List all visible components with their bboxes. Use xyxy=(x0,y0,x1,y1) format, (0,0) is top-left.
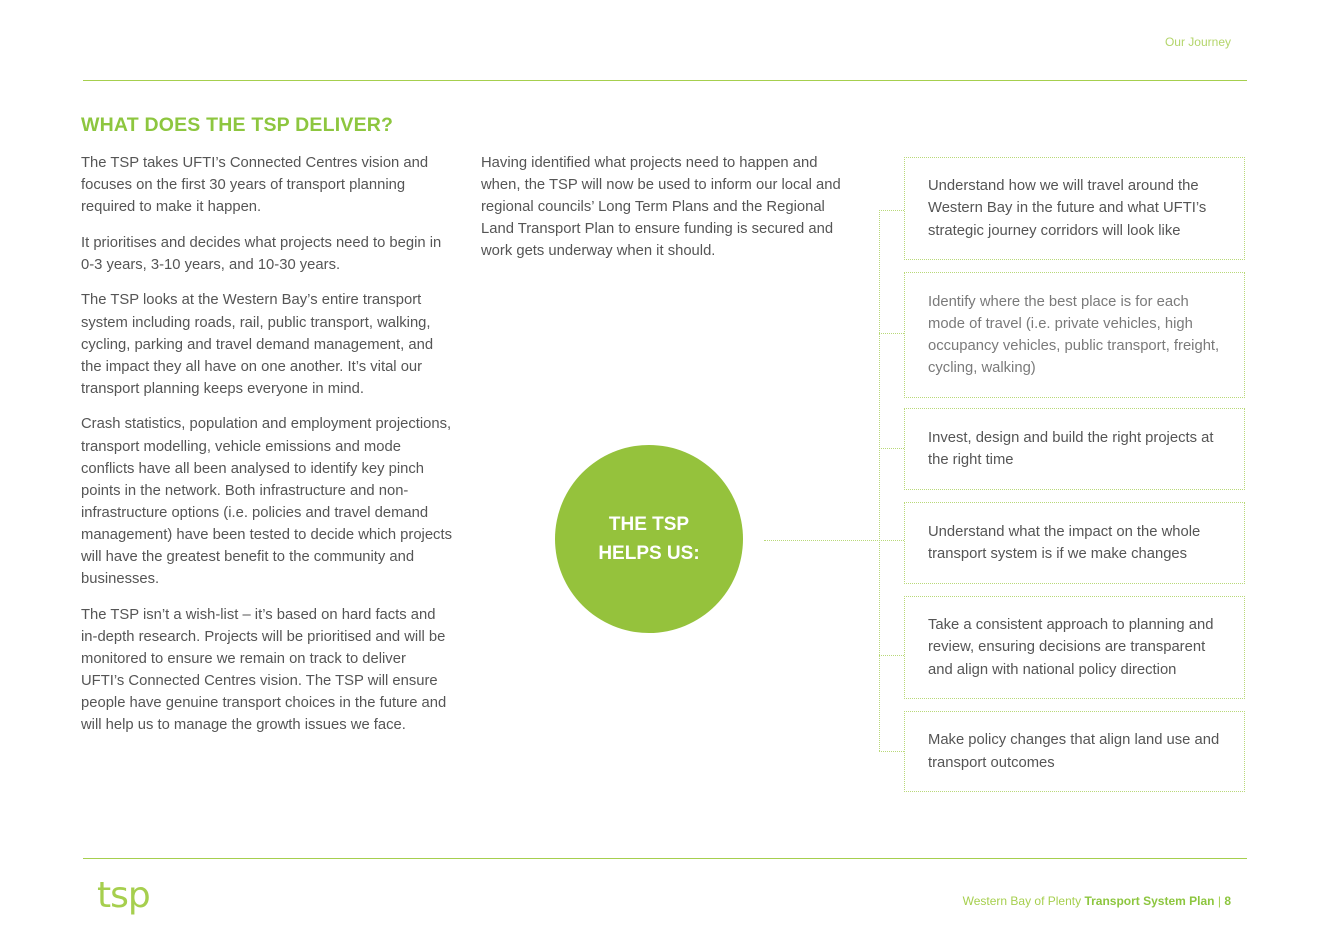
helps-item: Understand how we will travel around the… xyxy=(904,157,1245,260)
connector-tick xyxy=(879,333,904,334)
helps-item: Invest, design and build the right proje… xyxy=(904,408,1245,490)
connector-tick xyxy=(879,210,904,211)
paragraph: Having identified what projects need to … xyxy=(481,155,841,260)
footer-separator: | xyxy=(1217,894,1221,908)
paragraph: It prioritises and decides what projects… xyxy=(81,234,442,273)
page-footer: Western Bay of Plenty Transport System P… xyxy=(963,894,1231,908)
tsp-helps-circle: THE TSP HELPS US: xyxy=(555,445,743,633)
connector-tick xyxy=(879,540,904,541)
connector-tick xyxy=(879,751,904,752)
footer-plan-title: Transport System Plan xyxy=(1084,894,1215,908)
tsp-logo: tsp xyxy=(97,875,151,916)
connector-line xyxy=(764,540,880,541)
helps-item: Make policy changes that align land use … xyxy=(904,711,1245,792)
connector-spine xyxy=(879,210,880,751)
section-tag: Our Journey xyxy=(1164,35,1231,49)
helps-item: Understand what the impact on the whole … xyxy=(904,502,1245,584)
page-number: 8 xyxy=(1224,894,1231,908)
helps-item: Identify where the best place is for eac… xyxy=(904,272,1245,398)
header-divider xyxy=(83,80,1247,81)
footer-divider xyxy=(83,858,1247,859)
paragraph: Crash statistics, population and employm… xyxy=(81,416,452,588)
paragraph: The TSP takes UFTI’s Connected Centres v… xyxy=(81,155,429,216)
page-heading: WHAT DOES THE TSP DELIVER? xyxy=(81,114,394,136)
connector-tick xyxy=(879,655,904,656)
paragraph: The TSP looks at the Western Bay’s entir… xyxy=(81,292,434,397)
middle-column: Having identified what projects need to … xyxy=(481,152,843,276)
left-column: The TSP takes UFTI’s Connected Centres v… xyxy=(81,152,453,750)
footer-region: Western Bay of Plenty xyxy=(962,894,1082,908)
helps-item: Take a consistent approach to planning a… xyxy=(904,596,1245,699)
circle-label: THE TSP HELPS US: xyxy=(598,514,700,564)
paragraph: The TSP isn’t a wish-list – it’s based o… xyxy=(81,606,447,734)
connector-tick xyxy=(879,448,904,449)
